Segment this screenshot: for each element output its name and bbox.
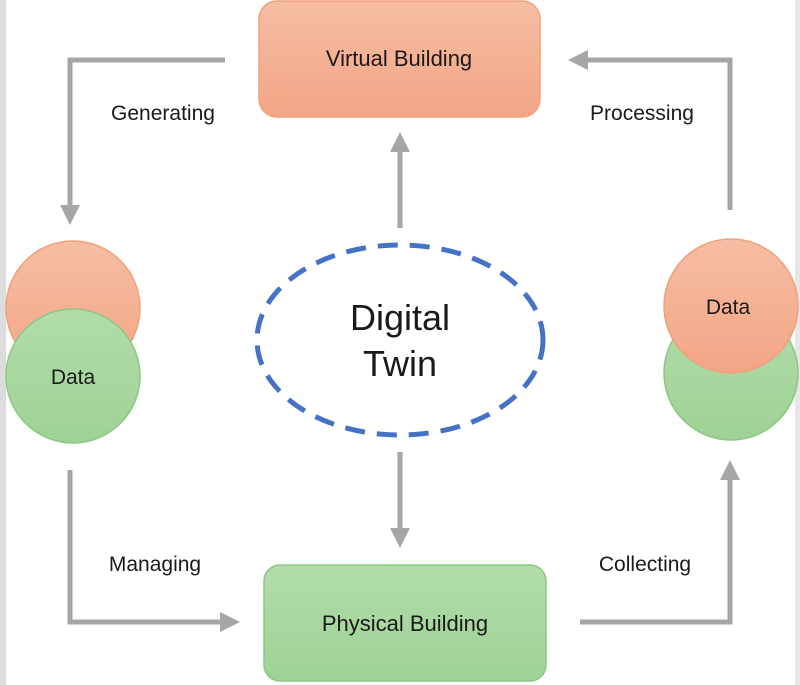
arrow-generating [60,57,225,225]
arrow-collecting [580,460,740,625]
arrow-processing [568,50,733,210]
data-left-green-circle [5,308,141,444]
arrow-managing [67,470,240,632]
label-generating: Generating [111,102,215,125]
right-edge-strip [795,0,800,685]
arrows [60,50,740,632]
data-right-orange-circle [663,238,799,374]
physical-building-label: Physical Building [322,611,488,636]
data-left-label: Data [51,366,96,389]
physical-building-box [263,564,547,682]
left-edge-strip [0,0,6,685]
label-managing: Managing [109,553,201,576]
digital-twin-line1: Digital [350,297,450,338]
label-processing: Processing [590,102,694,125]
virtual-building-box [258,0,541,118]
virtual-building-label: Virtual Building [326,46,472,71]
digital-twin-line2: Twin [363,343,437,384]
digital-twin-dashed-ellipse [254,242,546,438]
label-collecting: Collecting [599,553,691,576]
data-right-label: Data [706,296,751,319]
